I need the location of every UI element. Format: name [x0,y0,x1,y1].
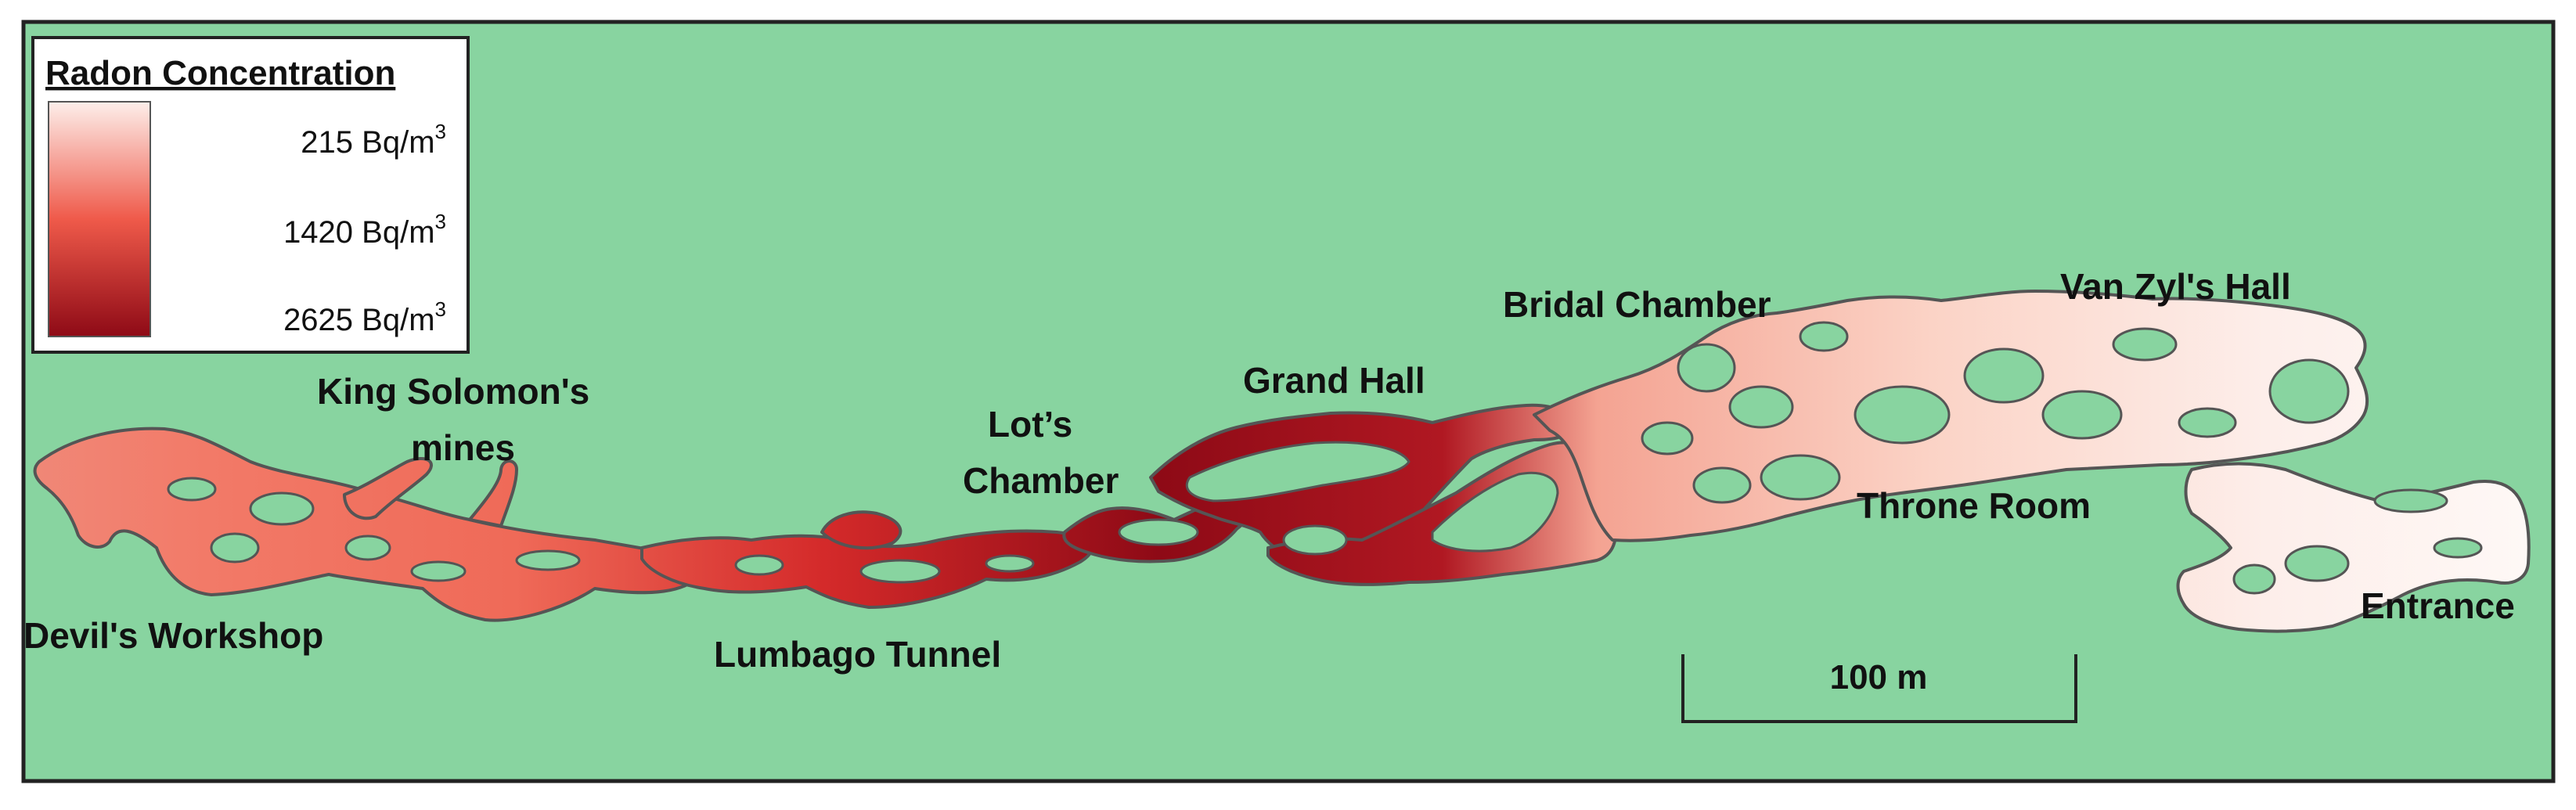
label-van-zyls-hall: Van Zyl's Hall [2060,266,2291,307]
pillar [734,554,784,576]
pillar [1677,343,1736,393]
scale-bar-label: 100 m [1830,658,1928,697]
label-mines: mines [411,427,515,468]
legend-title: Radon Concentration [45,54,395,92]
pillar [1854,385,1951,445]
pillar [2041,390,2123,440]
legend-color-ramp [48,101,151,337]
pillar [985,554,1035,573]
cave-passage-king-solomons-branch [468,459,518,527]
cave-passage-grand-hall [1149,403,1575,570]
pillar [859,559,941,584]
label-devils-workshop: Devil's Workshop [23,615,323,656]
label-chamber: Chamber [963,460,1119,501]
label-lumbago-tunnel: Lumbago Tunnel [714,634,1001,675]
cave-passage-devils-workshop [33,427,697,622]
legend-tick-high: 2625 Bq/m3 [283,297,446,337]
label-throne-room: Throne Room [1857,485,2091,526]
pillar [2284,545,2350,582]
pillar [515,549,581,571]
pillar [2433,537,2483,559]
scale-bar [1681,654,2077,723]
cave-passage-lumbago-lobe [820,510,903,550]
pillar [410,560,467,582]
pillar [1963,347,2045,404]
label-grand-hall: Grand Hall [1243,360,1425,401]
label-bridal-chamber: Bridal Chamber [1503,284,1771,325]
pillar [1799,321,1849,352]
pillar [1760,454,1841,501]
legend-tick-low: 215 Bq/m3 [301,120,446,160]
label-entrance: Entrance [2361,585,2515,626]
pillar [1728,385,1794,429]
legend-tick-mid: 1420 Bq/m3 [283,210,446,250]
pillar [1692,466,1752,504]
pillar [2373,488,2448,513]
label-king-solomons: King Solomon's [317,371,589,412]
pillar [344,535,391,561]
pillar [2268,358,2350,424]
pillar [2232,563,2276,595]
pillar [249,491,315,526]
pillar-grand-hall-south [1431,471,1559,553]
cave-passage-king-solomons-mines [343,457,433,520]
pillar [1118,518,1199,546]
pillar [167,477,217,502]
pillar-grand-hall [1185,441,1410,502]
pillar [210,532,260,563]
place-labels: Devil's Workshop King Solomon's mines Lu… [23,266,2515,675]
pillar [2178,407,2237,438]
label-lots: Lot’s [988,404,1072,445]
cave-pillars [167,321,2483,595]
pillar [1282,524,1348,556]
pillar [2112,327,2178,362]
pillar [1641,421,1694,455]
legend: Radon Concentration 215 Bq/m3 1420 Bq/m3… [31,36,470,354]
